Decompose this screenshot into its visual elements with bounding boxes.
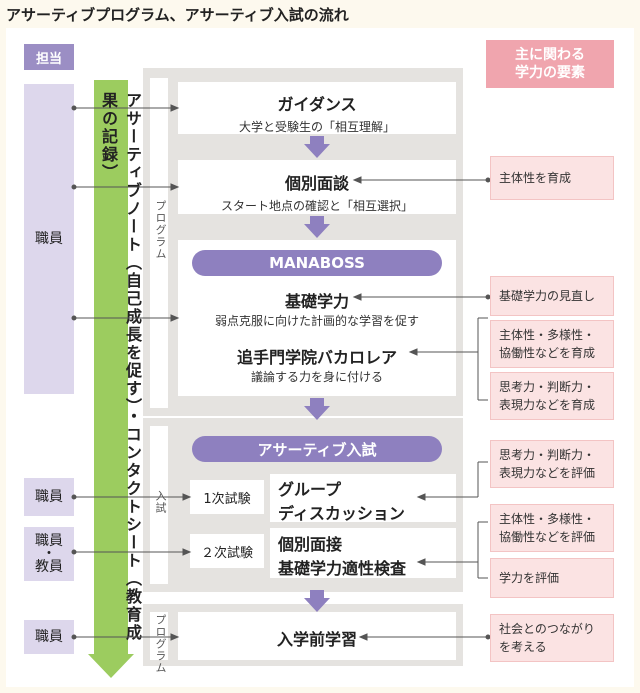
prelearning-box: 入学前学習 [178,612,456,660]
staff-label: 職員 [35,489,63,505]
staff-box-1: 職員 [24,84,74,394]
teacher-label: 教員 [35,559,63,575]
element-box-5: 思考力・判断力・表現力などを評価 [490,440,614,488]
element-text: 社会とのつながり [499,622,595,636]
note-arrow [88,80,134,678]
prelearning-title: 入学前学習 [276,630,357,649]
tag-academic-elements: 主に関わる 学力の要素 [486,40,614,88]
flow-arrow-3 [304,398,330,420]
staff-label: 職員 [35,231,63,247]
program-side-label-2: プログラム [154,614,167,674]
interview-box: 個別面談 スタート地点の確認と「相互選択」 [178,160,456,214]
exam1-title-line1: グループ [278,480,342,499]
basic-skills-subtitle: 弱点克服に向けた計画的な学習を促す [214,314,419,328]
element-text: 学力を評価 [499,571,560,585]
assertive-note-label: アサーティブノート（自己成長を促す）・コンタクトシート（教育成果の記録） [99,92,142,642]
basic-skills-title: 基礎学力 [284,292,349,311]
tag-academic-elements-line2: 学力の要素 [515,65,585,81]
manaboss-pill: MANABOSS [192,250,442,276]
element-text: を考える [499,640,547,654]
element-text: 基礎学力の見直し [499,289,596,303]
staff-label: 職員 [35,533,63,549]
baccalaureate-title: 追手門学院バカロレア [236,348,397,367]
interview-title: 個別面談 [284,174,349,193]
flow-arrow-1 [304,136,330,158]
staff-box-2: 職員 [24,478,74,516]
assertive-exam-pill: アサーティブ入試 [192,436,442,462]
exam1-title-line2: ディスカッション [278,504,405,523]
program-side-box-2 [150,612,168,660]
exam2-title-line2: 基礎学力適性検査 [278,559,407,578]
exam-side-label: 入試 [154,490,167,514]
element-box-7: 学力を評価 [490,558,614,598]
element-box-8: 社会とのつながりを考える [490,614,614,662]
element-text: 主体性・多様性・ [499,512,596,526]
element-text: 表現力などを評価 [499,466,596,480]
program-side-label-1: プログラム [154,200,167,260]
staff-teacher-box: 職員 ・ 教員 [24,527,74,581]
guidance-title: ガイダンス [277,95,357,114]
element-text: 主体性・多様性・ [499,328,596,342]
exam2-box: 個別面接 基礎学力適性検査 [270,528,456,578]
exam-side-box [150,426,168,584]
program-side-box-1 [150,78,168,408]
baccalaureate-subtitle: 議論する力を身に付ける [250,370,383,384]
guidance-box: ガイダンス 大学と受験生の「相互理解」 [178,82,456,134]
staff-box-4: 職員 [24,620,74,654]
element-text: 思考力・判断力・ [499,448,596,462]
exam1-label: 1次試験 [190,480,264,514]
flow-arrow-2 [304,216,330,238]
element-box-3: 主体性・多様性・協働性などを育成 [490,320,614,368]
tag-responsible: 担当 [24,44,74,70]
element-text: 協働性などを評価 [499,530,596,544]
staff-label: 職員 [35,629,63,645]
interview-subtitle: スタート地点の確認と「相互選択」 [220,199,413,213]
separator-dot: ・ [42,546,56,562]
diagram-title: アサーティブプログラム、アサーティブ入試の流れ [6,6,349,24]
guidance-subtitle: 大学と受験生の「相互理解」 [238,120,395,134]
element-box-1: 主体性を育成 [490,156,614,200]
element-text: 協働性などを育成 [499,346,596,360]
element-text: 表現力などを育成 [499,398,596,412]
element-text: 主体性を育成 [499,171,572,185]
exam2-title-line1: 個別面接 [278,535,343,554]
flow-arrow-4 [304,590,330,612]
element-box-6: 主体性・多様性・協働性などを評価 [490,504,614,552]
element-box-2: 基礎学力の見直し [490,276,614,316]
tag-academic-elements-line1: 主に関わる [515,47,585,63]
exam2-label: ２次試験 [190,534,264,568]
element-box-4: 思考力・判断力・表現力などを育成 [490,372,614,420]
element-text: 思考力・判断力・ [499,380,596,394]
